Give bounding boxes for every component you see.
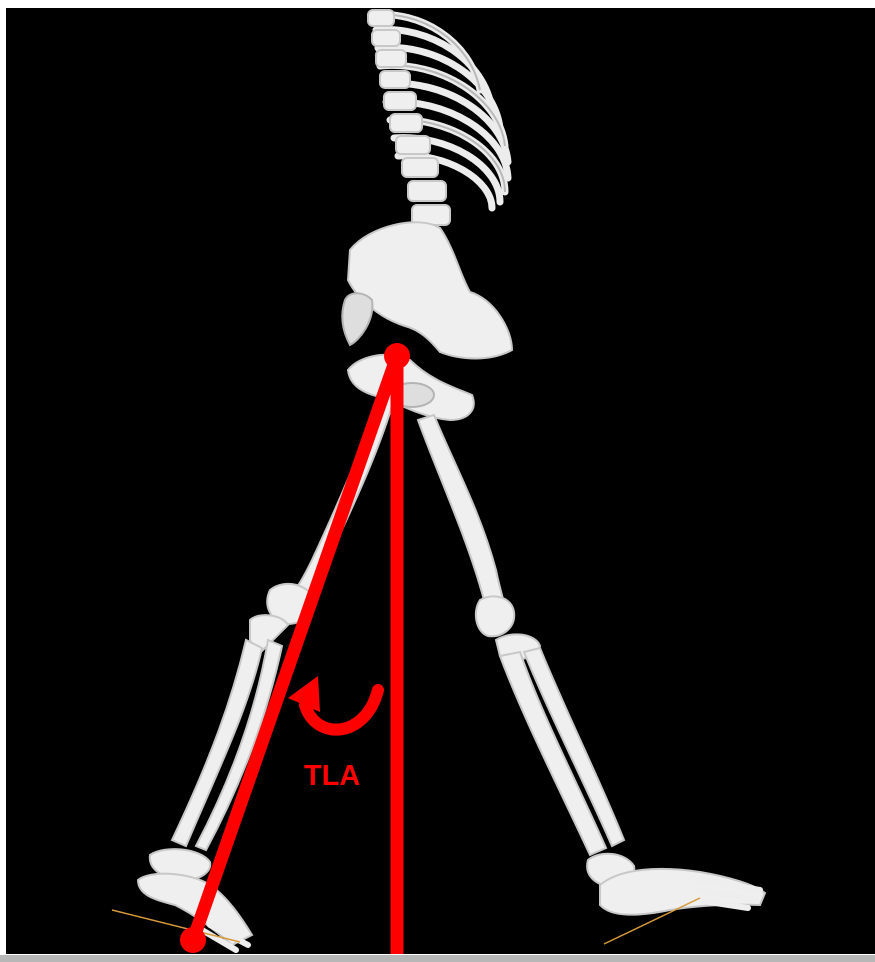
angle-annotation: TLA bbox=[180, 343, 410, 954]
limb-axis-line bbox=[193, 356, 397, 940]
gait-diagram: TLA bbox=[6, 8, 875, 954]
foot-marker bbox=[180, 927, 206, 953]
right-foot bbox=[600, 869, 765, 944]
angle-label: TLA bbox=[304, 760, 360, 792]
angle-arrow-icon bbox=[288, 676, 378, 730]
pelvis bbox=[342, 222, 512, 420]
right-leg bbox=[418, 415, 634, 886]
floor-bar bbox=[0, 955, 875, 962]
skeleton-viewport: TLA bbox=[6, 8, 875, 954]
hip-joint-marker bbox=[384, 343, 410, 369]
